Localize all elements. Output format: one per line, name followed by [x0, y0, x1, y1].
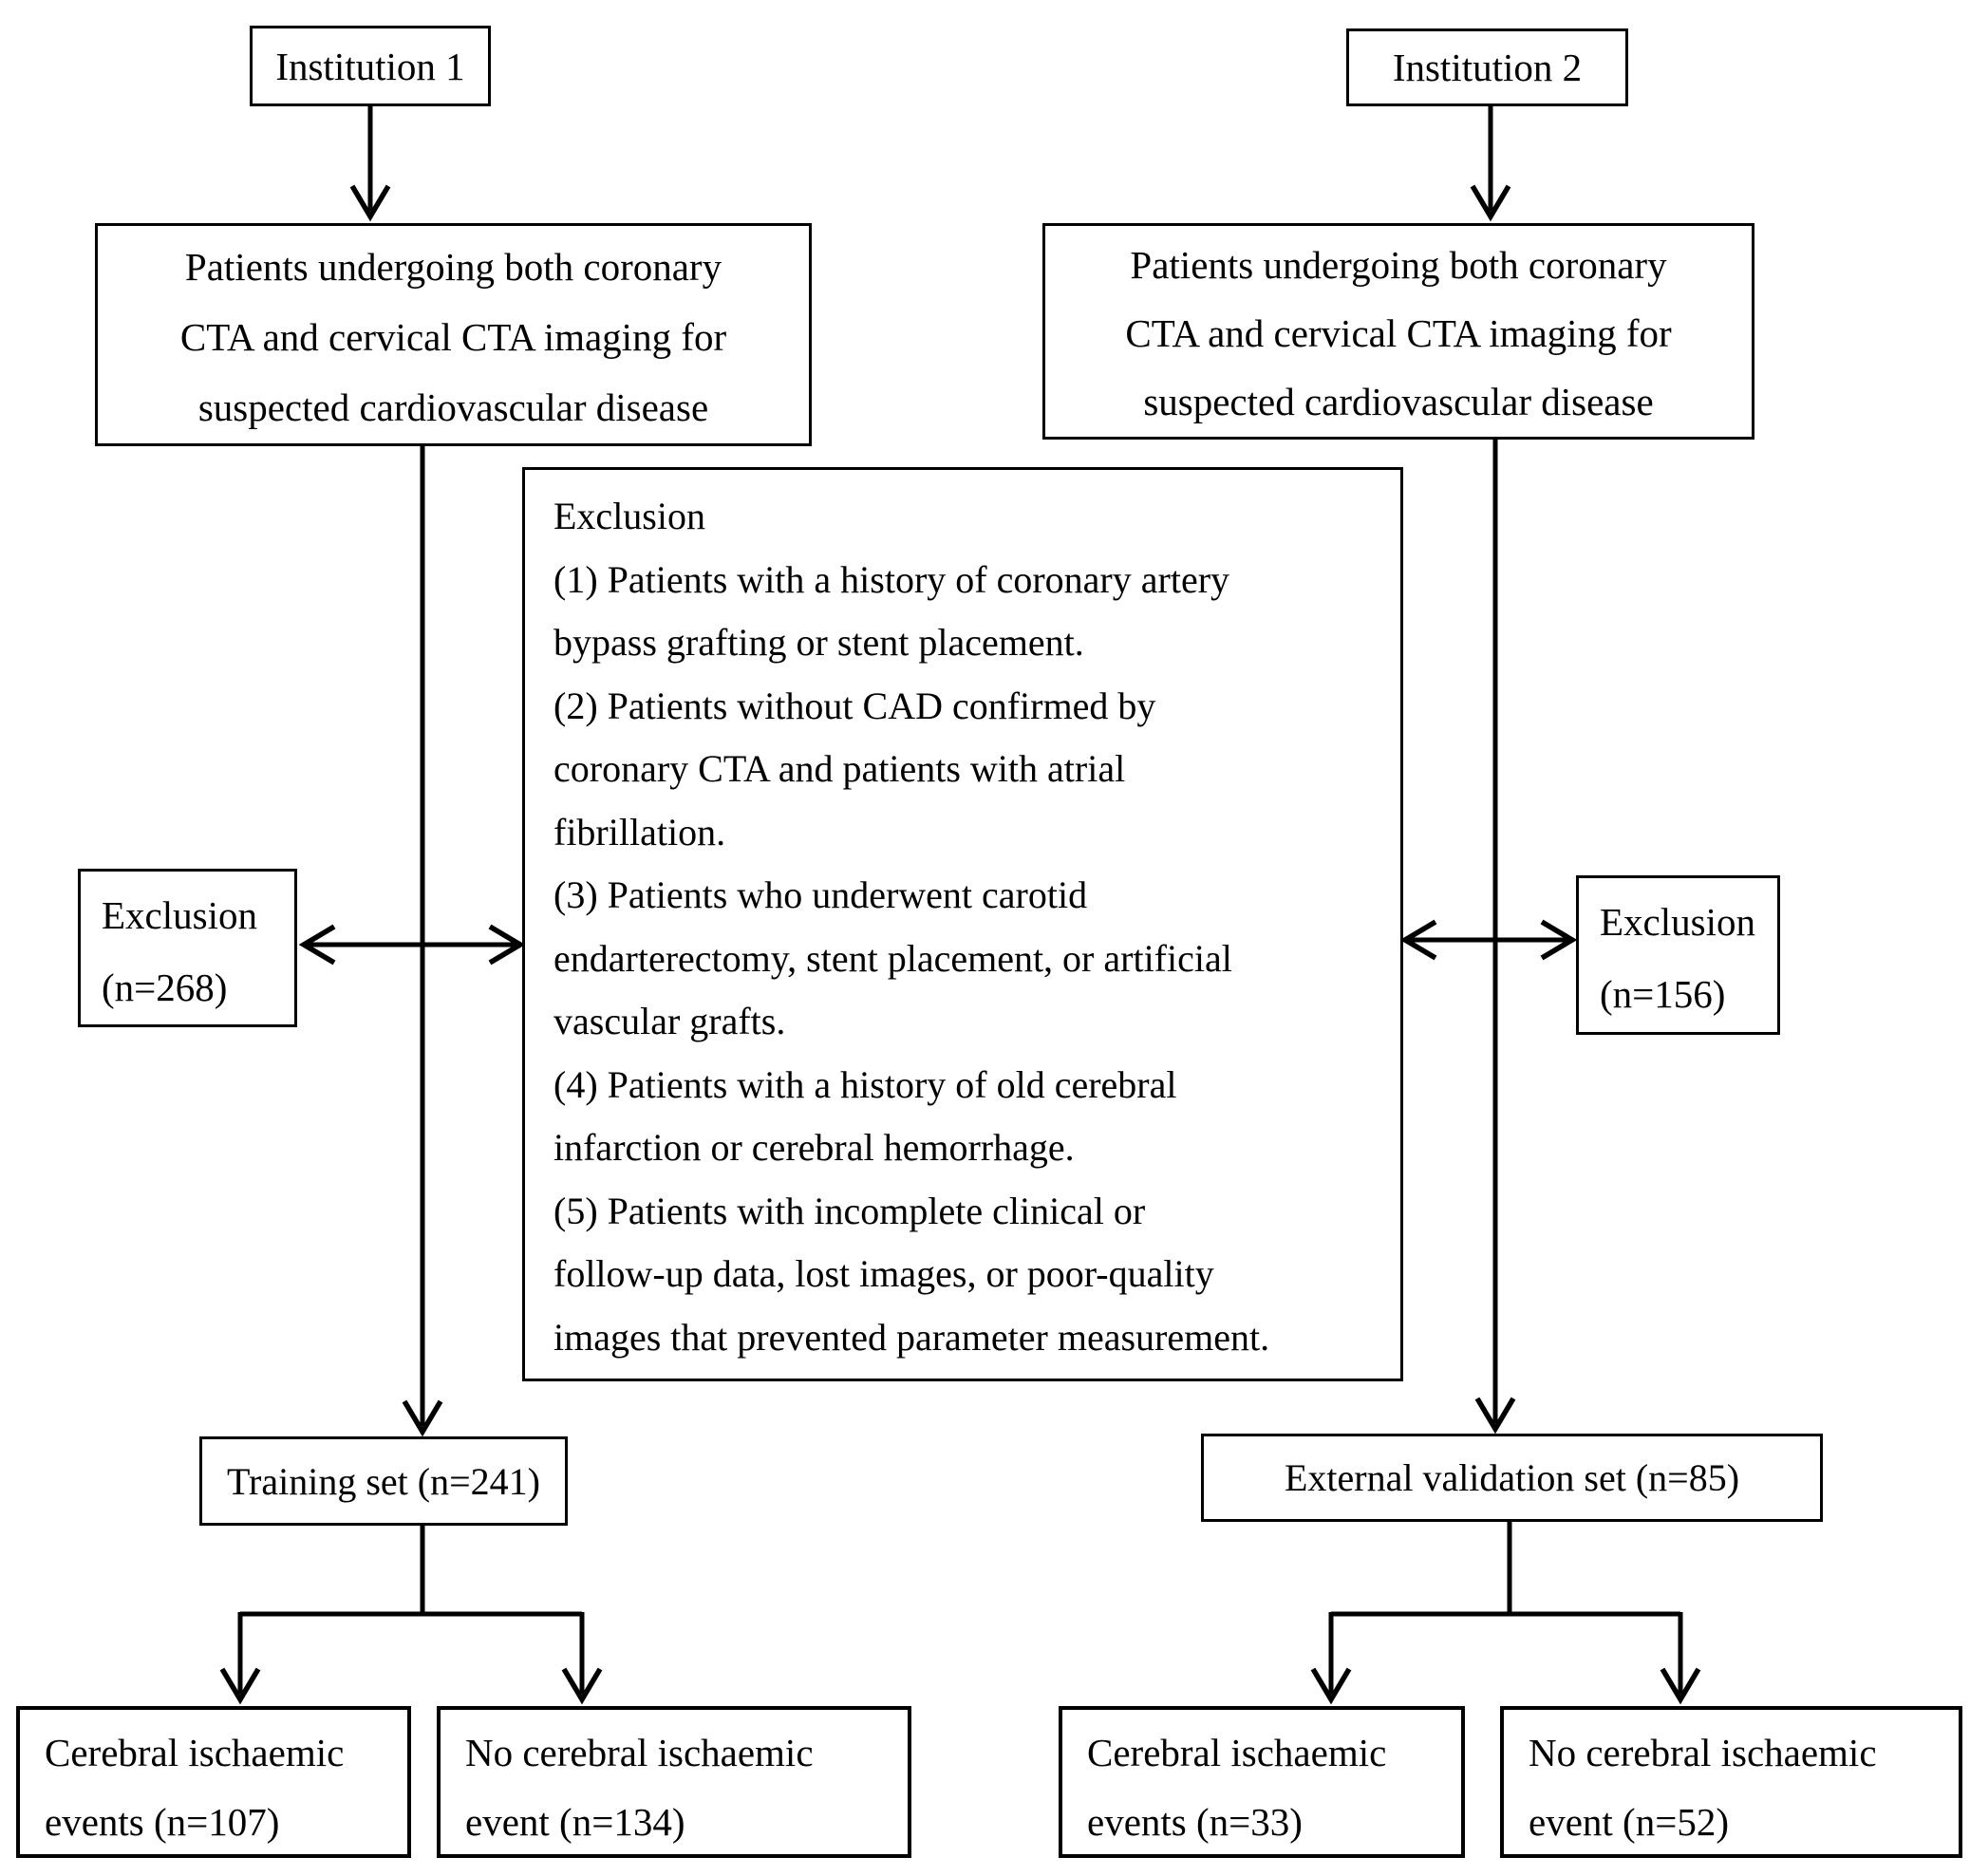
validation-no-events-node: No cerebral ischaemic event (n=52): [1500, 1706, 1962, 1858]
node-line: images that prevented parameter measurem…: [553, 1315, 1270, 1359]
node-line: CTA and cervical CTA imaging for: [1125, 311, 1672, 355]
node-line: vascular grafts.: [553, 1000, 786, 1042]
arrowhead-down-icon: [1310, 1667, 1352, 1705]
node-line: (3) Patients who underwent carotid: [553, 873, 1088, 916]
exclusion-criteria-node: Exclusion (1) Patients with a history of…: [522, 467, 1403, 1381]
arrowhead-down-icon: [402, 1399, 443, 1437]
node-line: (2) Patients without CAD confirmed by: [553, 684, 1156, 727]
exclusion-right-node: Exclusion (n=156): [1576, 875, 1780, 1035]
arrowhead-right-icon: [488, 924, 526, 966]
node-line: No cerebral ischaemic: [465, 1731, 814, 1774]
node-line: (4) Patients with a history of old cereb…: [553, 1062, 1177, 1106]
node-line: event (n=52): [1529, 1800, 1729, 1844]
node-line: (n=156): [1600, 972, 1726, 1016]
arrowhead-down-icon: [1470, 184, 1511, 222]
node-line: bypass grafting or stent placement.: [553, 621, 1084, 664]
node-line: events (n=107): [45, 1800, 280, 1844]
node-line: CTA and cervical CTA imaging for: [179, 314, 727, 359]
patients-left-node: Patients undergoing both coronary CTA an…: [95, 223, 812, 446]
node-line: event (n=134): [465, 1800, 685, 1844]
node-line: follow-up data, lost images, or poor-qua…: [553, 1252, 1214, 1295]
institution-1-node: Institution 1: [250, 26, 491, 106]
node-line: Cerebral ischaemic: [45, 1731, 345, 1774]
node-label: Institution 2: [1392, 46, 1583, 89]
node-line: endarterectomy, stent placement, or arti…: [553, 936, 1232, 980]
arrowhead-down-icon: [349, 184, 391, 222]
node-line: infarction or cerebral hemorrhage.: [553, 1126, 1075, 1169]
arrowhead-down-icon: [219, 1667, 261, 1705]
training-events-node: Cerebral ischaemic events (n=107): [16, 1706, 411, 1858]
node-label: Institution 1: [275, 44, 465, 88]
node-line: (1) Patients with a history of coronary …: [553, 557, 1230, 601]
node-line: Patients undergoing both coronary: [1130, 243, 1667, 287]
validation-events-node: Cerebral ischaemic events (n=33): [1059, 1706, 1465, 1858]
node-line: events (n=33): [1087, 1800, 1303, 1844]
arrowhead-left-icon: [1399, 919, 1437, 961]
node-line: Patients undergoing both coronary: [184, 244, 722, 289]
arrowhead-down-icon: [561, 1667, 603, 1705]
exclusion-left-node: Exclusion (n=268): [78, 869, 297, 1027]
node-line: fibrillation.: [553, 810, 726, 854]
node-line: suspected cardiovascular disease: [1143, 380, 1654, 423]
arrowhead-down-icon: [1660, 1667, 1701, 1705]
institution-2-node: Institution 2: [1346, 28, 1628, 106]
node-label: External validation set (n=85): [1284, 1456, 1740, 1499]
arrowhead-right-icon: [1540, 919, 1578, 961]
node-line: Exclusion: [553, 495, 705, 537]
training-set-node: Training set (n=241): [199, 1436, 568, 1526]
node-line: suspected cardiovascular disease: [197, 385, 709, 429]
training-no-events-node: No cerebral ischaemic event (n=134): [437, 1706, 911, 1858]
node-line: (5) Patients with incomplete clinical or: [553, 1189, 1146, 1232]
node-label: Training set (n=241): [227, 1459, 540, 1503]
node-line: Exclusion: [102, 893, 257, 937]
arrowhead-down-icon: [1474, 1397, 1516, 1435]
arrowhead-left-icon: [298, 924, 336, 966]
node-line: Cerebral ischaemic: [1087, 1731, 1387, 1774]
node-line: (n=268): [102, 966, 228, 1009]
node-line: Exclusion: [1600, 900, 1755, 944]
node-line: coronary CTA and patients with atrial: [553, 747, 1126, 790]
patients-right-node: Patients undergoing both coronary CTA an…: [1042, 223, 1754, 440]
external-validation-set-node: External validation set (n=85): [1201, 1434, 1823, 1522]
node-line: No cerebral ischaemic: [1529, 1731, 1877, 1774]
